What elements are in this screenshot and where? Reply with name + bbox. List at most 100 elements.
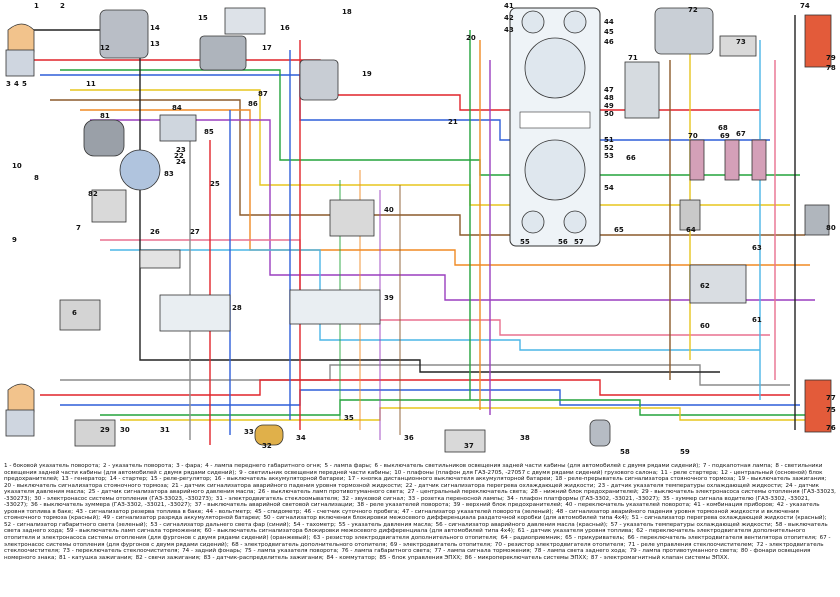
legend-entry: 35 - зуммер сигнала водителю (ГАЗ-3302, …	[4, 495, 810, 509]
legend-entry: 2 - указатель поворота;	[102, 463, 174, 469]
legend-entry: 62 - переключатель электродвигателя допо…	[4, 528, 806, 542]
legend-entry: 19 - выключатель зажигания;	[738, 476, 827, 483]
label-7: 7	[76, 224, 81, 232]
label-73: 73	[736, 38, 746, 46]
label-28: 28	[232, 304, 242, 312]
label-15: 15	[198, 14, 208, 22]
legend-entry: 53 - сигнализатор дальнего света фар (си…	[150, 521, 291, 528]
label-75: 75	[826, 406, 836, 414]
wiring-diagram: 1 2 3 4 5 6 7 8 9 10 11 12 13 14 15 16 1…	[5, 2, 836, 456]
legend-entry: 17 - кнопка дистанционного выключателя а…	[348, 476, 553, 483]
label-16: 16	[280, 24, 290, 32]
legend-entry: 12 - центральный (основной) блок предохр…	[4, 469, 823, 483]
label-84: 84	[172, 104, 182, 112]
label-69: 69	[720, 132, 730, 140]
legend-entry: 83 - датчик-распределитель зажигания;	[203, 554, 324, 561]
label-21: 21	[448, 118, 458, 126]
label-48: 48	[604, 94, 614, 102]
legend-entry: 24 - датчик указателя давления масла;	[4, 482, 820, 496]
label-56: 56	[558, 238, 568, 246]
legend-entry: 43 - сигнализатор резерва топлива в баке…	[75, 508, 204, 515]
label-11: 11	[86, 80, 96, 88]
label-13: 13	[150, 40, 160, 48]
label-80: 80	[826, 224, 836, 232]
label-14: 14	[150, 24, 160, 32]
label-43: 43	[504, 26, 514, 34]
label-8: 8	[34, 174, 39, 182]
legend-entry: 25 - датчик сигнализатора аварийного дав…	[88, 489, 256, 496]
legend-entry: 20 - выключатель сигнализатора стояночно…	[4, 482, 169, 489]
label-76: 76	[826, 424, 836, 432]
label-29: 29	[100, 426, 110, 434]
component-labels: 1 2 3 4 5 6 7 8 9 10 11 12 13 14 15 16 1…	[6, 2, 836, 456]
legend-entry: 7 - подкапотная лампа;	[702, 463, 773, 469]
label-37: 37	[464, 442, 474, 450]
legend-entry: 33 - розетка переносной лампы;	[408, 495, 504, 502]
label-9: 9	[12, 236, 17, 244]
label-86: 86	[248, 100, 258, 108]
label-36: 36	[404, 434, 414, 442]
label-32: 32	[262, 442, 272, 450]
label-23: 23	[176, 146, 186, 154]
legend-entry: 63 - резистор электродвигателя дополните…	[313, 535, 498, 542]
label-30: 30	[120, 426, 130, 434]
legend-entry: 73 - переключатель стеклоочистителя;	[62, 548, 180, 555]
legend-entry: 70 - резистор электродвигателя отопителя…	[494, 541, 626, 548]
label-45: 45	[604, 28, 614, 36]
label-40: 40	[384, 206, 394, 214]
legend-entry: 76 - лампа габаритного света;	[341, 548, 432, 555]
label-67: 67	[736, 130, 746, 138]
legend-entry: 45 - спидометр;	[254, 508, 302, 515]
legend-entry: 30 - электронасос системы отопления (ГАЗ…	[34, 495, 213, 502]
legend-entry: 5 - лампа фары;	[324, 463, 372, 469]
legend-entry: 42 - указатель уровня топлива в баке;	[4, 502, 820, 515]
label-66: 66	[626, 154, 636, 162]
label-35: 35	[344, 414, 354, 422]
label-50: 50	[604, 110, 614, 118]
label-42: 42	[504, 14, 514, 22]
label-6: 6	[72, 309, 77, 317]
legend-entry: 54 - тахометр;	[293, 521, 336, 528]
diagram-legend: 1 - боковой указатель поворота; 2 - указ…	[4, 463, 836, 595]
label-5: 5	[22, 80, 27, 88]
legend-entry: 10 - плафоны (плафон для ГАЗ-2705, -2705…	[394, 469, 658, 476]
legend-entry: 52 - сигнализатор габаритного света (зел…	[4, 521, 148, 528]
legend-entry: 29 - выключатель электронасоса системы о…	[4, 489, 836, 502]
label-17: 17	[262, 44, 272, 52]
legend-entry: 84 - коммутатор;	[326, 554, 377, 561]
legend-entry: 51 - сигнализатор перегрева охлаждающей …	[631, 515, 827, 522]
legend-entry: 21 - датчик сигнализатора аварийного пад…	[171, 482, 403, 489]
legend-entry: 59 - выключатель ламп сигнала торможения…	[66, 528, 202, 535]
label-78: 78	[826, 64, 836, 72]
label-41: 41	[504, 2, 514, 10]
label-87: 87	[258, 90, 268, 98]
legend-entry: 41 - комбинация приборов;	[693, 502, 775, 509]
legend-entry: 77 - лампа сигнала торможения;	[434, 548, 532, 555]
legend-entry: 16 - выключатель аккумуляторной батареи;	[214, 476, 346, 483]
label-27: 27	[190, 228, 200, 236]
legend-entry: 15 - реле-регулятор;	[150, 476, 212, 483]
legend-entry: 32 - звуковой сигнал;	[341, 495, 406, 502]
label-19: 19	[362, 70, 372, 78]
label-70: 70	[688, 132, 698, 140]
label-1: 1	[34, 2, 39, 10]
legend-entry: 67 - электронасос системы отопления (для…	[4, 535, 831, 548]
legend-entry: 85 - блок управления ЭПХХ;	[379, 554, 463, 561]
legend-entry: 79 - лампа противотуманного света;	[629, 548, 739, 555]
legend-entry: 46 - счетчик суточного пробега;	[304, 508, 400, 515]
label-39: 39	[384, 294, 394, 302]
label-25: 25	[210, 180, 220, 188]
legend-entry: 74 - задний фонарь;	[182, 548, 242, 555]
legend-entry: 11 - реле стартера;	[660, 469, 719, 476]
label-74: 74	[800, 2, 810, 10]
legend-entry: 86 - микропереключатель системы ЭПХХ;	[464, 554, 589, 561]
label-38: 38	[520, 434, 530, 442]
legend-entry: 26 - выключатель ламп противотуманного с…	[258, 489, 405, 496]
label-57: 57	[574, 238, 584, 246]
legend-entry: 39 - верхний блок предохранителей;	[453, 502, 563, 509]
legend-entry: 60 - выключатель сигнализатора блокировк…	[204, 528, 515, 535]
legend-entry: 47 - сигнализатор указателей поворота (з…	[402, 508, 554, 515]
label-61: 61	[752, 316, 762, 324]
legend-entry: 38 - реле указателей поворота;	[356, 502, 451, 509]
legend-entry: 72 - электродвигатель стеклоочистителя;	[4, 541, 824, 555]
